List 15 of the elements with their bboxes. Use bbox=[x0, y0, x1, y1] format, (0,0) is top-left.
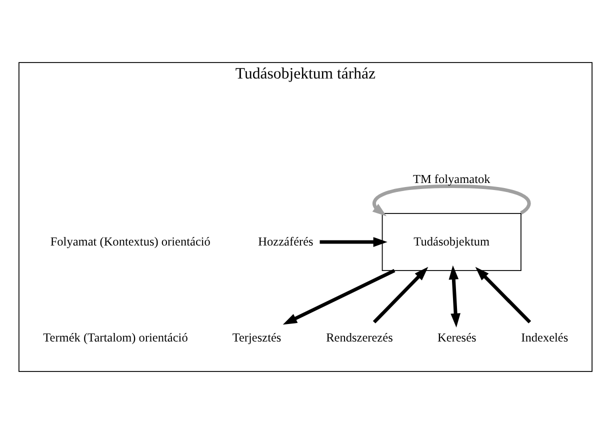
node-text: Rendszerezés bbox=[326, 330, 393, 344]
arrow bbox=[372, 266, 428, 324]
node-text: Hozzáférés bbox=[258, 234, 314, 248]
node-text: Indexelés bbox=[521, 330, 568, 344]
arrow bbox=[372, 184, 531, 216]
node-text: Keresés bbox=[437, 330, 476, 344]
edge-label: TM folyamatok bbox=[412, 172, 490, 186]
arrow bbox=[320, 237, 388, 247]
label: Termék (Tartalom) orientáció bbox=[43, 330, 188, 344]
node-box: Tudásobjektum bbox=[382, 213, 522, 271]
arrow bbox=[282, 268, 396, 325]
label: Folyamat (Kontextus) orientáció bbox=[50, 234, 210, 248]
arrow bbox=[448, 265, 460, 328]
arrow bbox=[475, 266, 532, 324]
node-text: Terjesztés bbox=[232, 330, 282, 344]
